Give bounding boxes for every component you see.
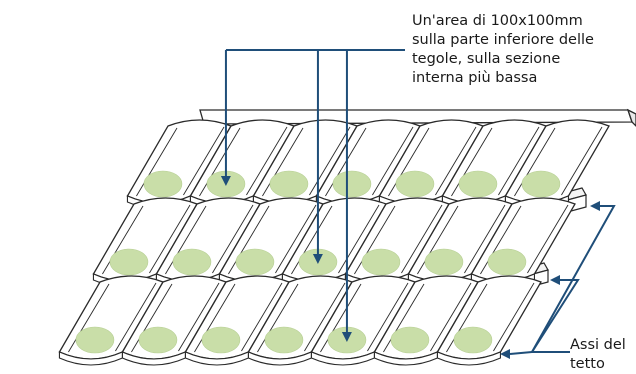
- roof-battens-annotation: Assi del tetto: [570, 336, 636, 374]
- tile-groove: [304, 282, 346, 352]
- highlight-area: [172, 248, 212, 276]
- tile-groove: [401, 204, 443, 274]
- tile-groove: [275, 204, 317, 274]
- tile-groove: [178, 282, 220, 352]
- tile-groove: [309, 126, 351, 196]
- tile-area-annotation-line-4: interna più bassa: [412, 70, 538, 86]
- callout-arrows: [220, 49, 616, 359]
- highlight-area: [264, 326, 304, 354]
- tile-groove: [417, 205, 459, 275]
- top-batten-end: [626, 108, 636, 127]
- highlight-area: [138, 326, 178, 354]
- callout-arrowhead-3: [341, 332, 352, 342]
- tile-groove: [262, 127, 304, 197]
- tile-groove: [435, 126, 477, 196]
- highlight-area: [458, 170, 498, 198]
- tile-groove: [430, 282, 472, 352]
- tile-groove: [325, 127, 367, 197]
- tile-groove: [446, 283, 488, 353]
- tile-lip: [436, 351, 501, 366]
- highlight-area: [453, 326, 493, 354]
- roof-tiles: [58, 119, 610, 366]
- highlight-area: [424, 248, 464, 276]
- tile-groove: [388, 127, 430, 197]
- tile-groove: [354, 205, 396, 275]
- tile-groove: [241, 282, 283, 352]
- tile-groove: [451, 127, 493, 197]
- highlight-area: [361, 248, 401, 276]
- tile-groove: [165, 205, 207, 275]
- tile-groove: [131, 283, 173, 353]
- tile-groove: [246, 126, 288, 196]
- batten-callout-line-2: [531, 279, 580, 353]
- callout-arrowhead-1: [220, 176, 231, 186]
- highlight-area: [269, 170, 309, 198]
- highlight-area: [143, 170, 183, 198]
- highlight-area: [201, 326, 241, 354]
- tile-area-annotation-line-3: tegole, sulla sezione: [412, 51, 561, 67]
- tile-groove: [493, 282, 535, 352]
- highlight-area: [521, 170, 561, 198]
- highlight-area: [235, 248, 275, 276]
- tile-groove: [291, 205, 333, 275]
- tile-groove: [514, 127, 556, 197]
- highlight-area: [332, 170, 372, 198]
- roof-battens-annotation-line-2: tetto: [570, 356, 605, 372]
- highlight-area: [487, 248, 527, 276]
- tile-groove: [194, 283, 236, 353]
- tile-groove: [212, 204, 254, 274]
- batten-callout-line-1: [531, 205, 616, 353]
- batten-callout-line-3: [509, 351, 533, 355]
- tile-groove: [199, 127, 241, 197]
- tile-groove: [257, 283, 299, 353]
- tile-groove: [183, 126, 225, 196]
- tile-groove: [115, 282, 157, 352]
- highlight-area: [109, 248, 149, 276]
- tile-groove: [527, 204, 569, 274]
- batten-callout-arrowhead-3: [500, 349, 510, 359]
- batten-callout-arrowhead-2: [550, 275, 560, 285]
- tile-groove: [149, 204, 191, 274]
- tile-groove: [367, 282, 409, 352]
- tile-groove: [464, 204, 506, 274]
- highlight-area: [390, 326, 430, 354]
- tile-groove: [136, 127, 178, 197]
- highlight-area: [395, 170, 435, 198]
- batten-callout-arrowhead-1: [590, 201, 600, 211]
- tile-area-annotation: Un'area di 100x100mm sulla parte inferio…: [412, 12, 632, 88]
- tile-area-annotation-line-2: sulla parte inferiore delle: [412, 32, 594, 48]
- tile-groove: [383, 283, 425, 353]
- tile-groove: [68, 283, 110, 353]
- tile-groove: [338, 204, 380, 274]
- roof-battens-annotation-line-1: Assi del: [570, 337, 626, 353]
- highlight-area: [75, 326, 115, 354]
- tile-groove: [228, 205, 270, 275]
- tile-groove: [102, 205, 144, 275]
- tile-area-annotation-line-1: Un'area di 100x100mm: [412, 13, 583, 29]
- callout-arrowhead-2: [312, 254, 323, 264]
- tile-groove: [480, 205, 522, 275]
- tile-groove: [561, 126, 603, 196]
- tile-groove: [498, 126, 540, 196]
- tile-groove: [320, 283, 362, 353]
- tile-groove: [372, 126, 414, 196]
